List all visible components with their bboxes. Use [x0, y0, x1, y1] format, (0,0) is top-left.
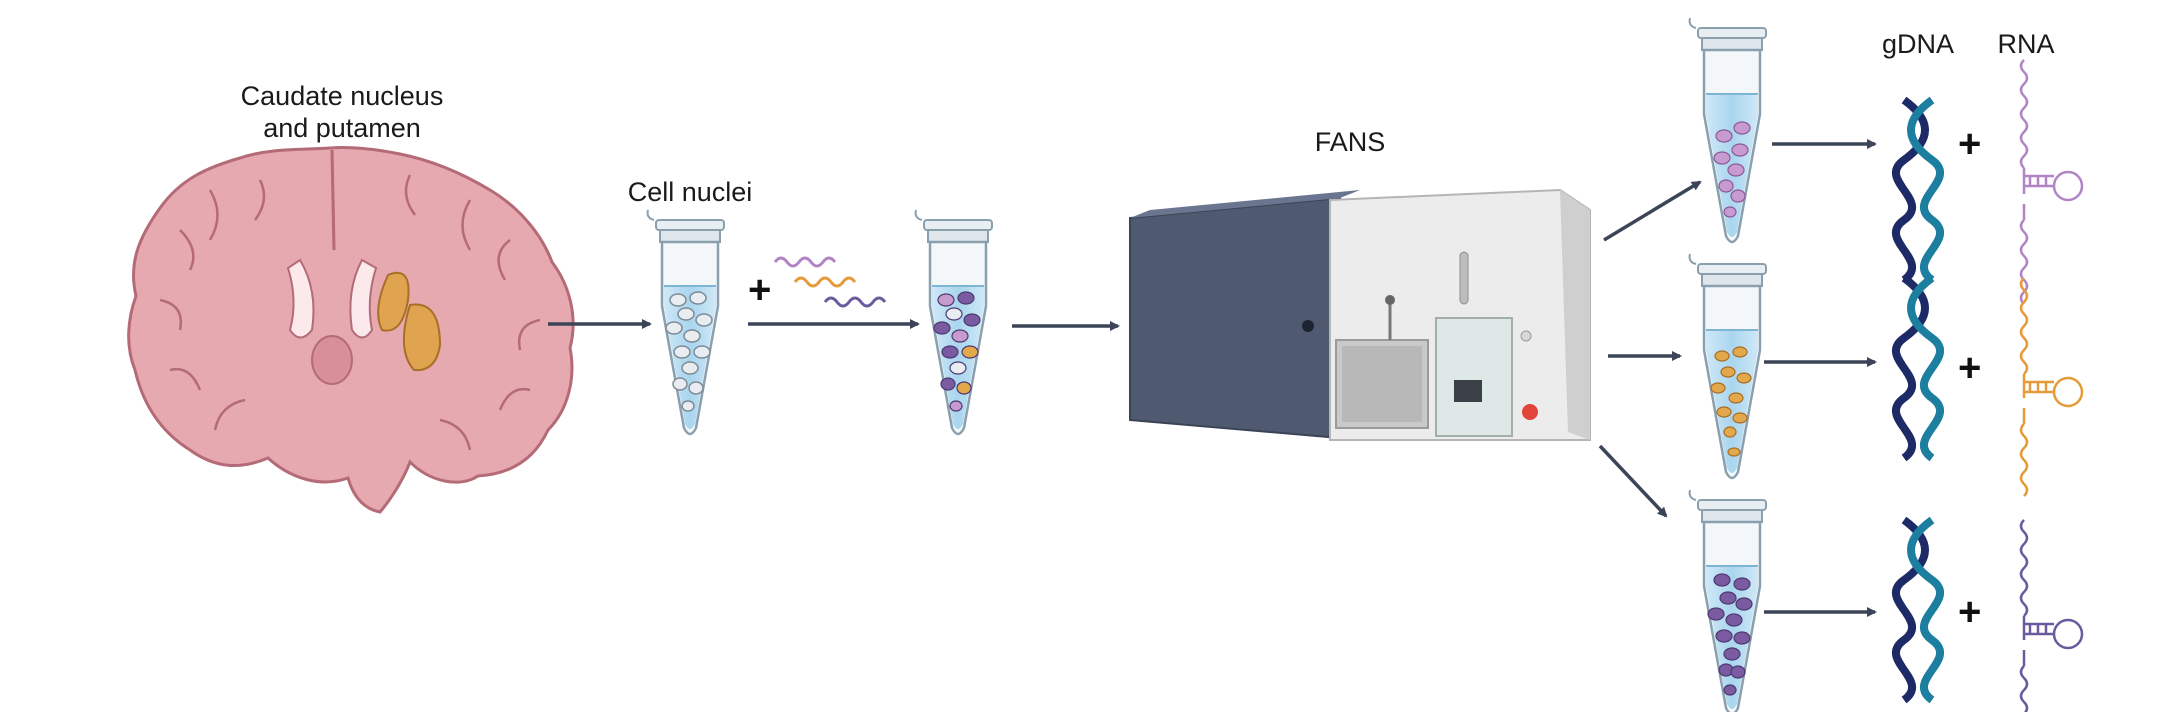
fans-sorter-icon: [1129, 188, 1591, 441]
nuclei-tube-icon: [646, 208, 726, 436]
brain-coronal-section-icon: [127, 145, 575, 514]
dna-helix-icon-1: [1892, 96, 1944, 284]
sorted-tube-2-icon: [1688, 252, 1768, 480]
putamen-shape: [402, 303, 442, 372]
brain-region-label-line-1: Caudate nucleus: [240, 81, 444, 111]
dna-helix-icon-3: [1892, 516, 1944, 704]
brain-region-label-line-2: and putamen: [263, 113, 421, 143]
gdna-label: gDNA: [1881, 29, 1955, 59]
plus-sign-row-1: +: [1958, 122, 1982, 166]
plus-sign-row-3: +: [1958, 590, 1982, 634]
fans-label: FANS: [1314, 127, 1386, 157]
rna-hairpin-icon-1: [2019, 59, 2084, 305]
sorted-tube-1-icon: [1688, 16, 1768, 244]
rna-hairpin-icon-3: [2019, 519, 2084, 717]
plus-sign-row-2: +: [1958, 346, 1982, 390]
rna-hairpin-icon-2: [2019, 277, 2084, 497]
arrow-sorter-to-tube-1: [1603, 180, 1702, 242]
cell-nuclei-label: Cell nuclei: [627, 177, 753, 207]
caudate-nucleus-shape: [377, 271, 410, 332]
stained-nuclei-tube-icon: [914, 208, 994, 436]
sorted-tube-3-icon: [1688, 488, 1768, 716]
plus-sign-reagents: +: [748, 268, 772, 312]
dna-helix-icon-2: [1892, 274, 1944, 462]
rna-label: RNA: [1997, 29, 2055, 59]
brain-region-label: Caudate nucleus and putamen: [232, 80, 452, 144]
arrow-sorter-to-tube-3: [1598, 444, 1668, 518]
antibody-probes-icon: [773, 256, 887, 308]
